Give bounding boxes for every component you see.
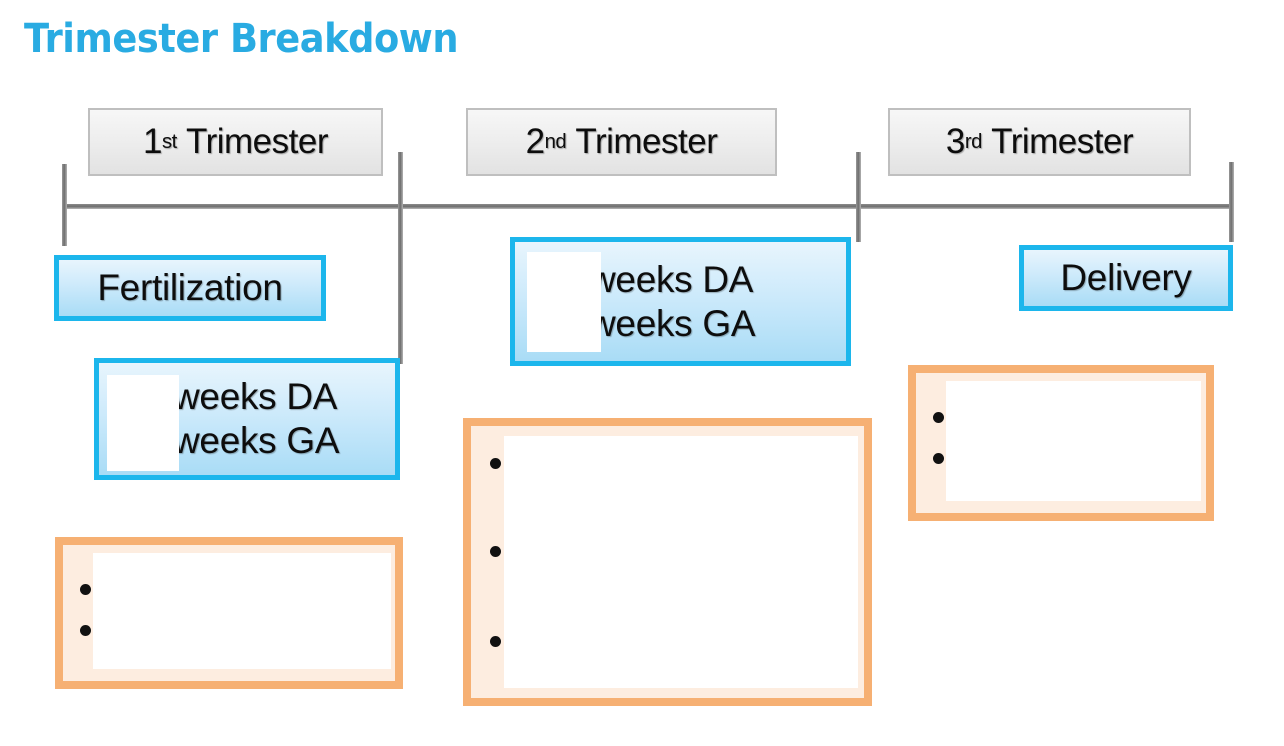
weeks-box-trimester-2: weeks DA weeks GA — [510, 237, 851, 366]
timeline-tick-end — [1229, 162, 1234, 242]
event-label-delivery: Delivery — [1060, 257, 1192, 298]
trimester-1-word: Trimester — [186, 122, 328, 161]
trimester-1-ordinal: 1 — [143, 122, 162, 161]
bullet-box-trimester-3 — [908, 365, 1214, 521]
event-box-fertilization: Fertilization — [54, 255, 326, 321]
bullet-point-icon — [490, 458, 501, 469]
weeks-box-trimester-1: weeks DA weeks GA — [94, 358, 400, 480]
timeline-tick-trimester2-trimester3 — [856, 152, 861, 242]
event-box-delivery: Delivery — [1019, 245, 1233, 311]
weeks-line-da-trimester-2: weeks DA — [515, 258, 846, 302]
bullet-point-icon — [933, 453, 944, 464]
bullet-point-icon — [80, 584, 91, 595]
event-label-fertilization: Fertilization — [97, 267, 283, 308]
bullet-box-trimester-2 — [463, 418, 872, 706]
weeks-lines-trimester-1: weeks DA weeks GA — [99, 363, 395, 475]
weeks-line-ga-trimester-2: weeks GA — [515, 302, 846, 346]
weeks-unit-da-trimester-2: weeks DA — [589, 258, 754, 300]
redaction-rectangle-bullets-trimester-1 — [93, 553, 391, 669]
bullet-point-icon — [80, 625, 91, 636]
redaction-rectangle-bullets-trimester-2 — [504, 436, 858, 688]
weeks-unit-ga-trimester-1: weeks GA — [173, 420, 340, 461]
redaction-rectangle-weeks-trimester-1 — [107, 375, 179, 471]
bullet-point-icon — [490, 546, 501, 557]
weeks-lines-trimester-2: weeks DA weeks GA — [515, 242, 846, 361]
trimester-2-ordinal: 2 — [525, 122, 545, 161]
weeks-unit-ga-trimester-2: weeks GA — [589, 302, 756, 344]
weeks-unit-da-trimester-1: weeks DA — [173, 376, 338, 418]
bullet-point-icon — [933, 412, 944, 423]
trimester-3-word: Trimester — [991, 122, 1134, 161]
trimester-2-word: Trimester — [575, 122, 718, 161]
timeline-axis — [62, 204, 1233, 209]
bullet-point-icon — [490, 636, 501, 647]
redaction-rectangle-bullets-trimester-3 — [946, 381, 1201, 501]
weeks-line-ga-trimester-1: weeks GA — [99, 419, 395, 463]
timeline-tick-start — [62, 164, 67, 246]
page-title: Trimester Breakdown — [24, 16, 459, 62]
timeline-tick-trimester1-trimester2 — [398, 152, 403, 364]
bullet-box-trimester-1 — [55, 537, 403, 689]
trimester-3-ordinal: 3 — [945, 122, 965, 161]
weeks-line-da-trimester-1: weeks DA — [99, 375, 395, 419]
redaction-rectangle-weeks-trimester-2 — [527, 252, 601, 352]
